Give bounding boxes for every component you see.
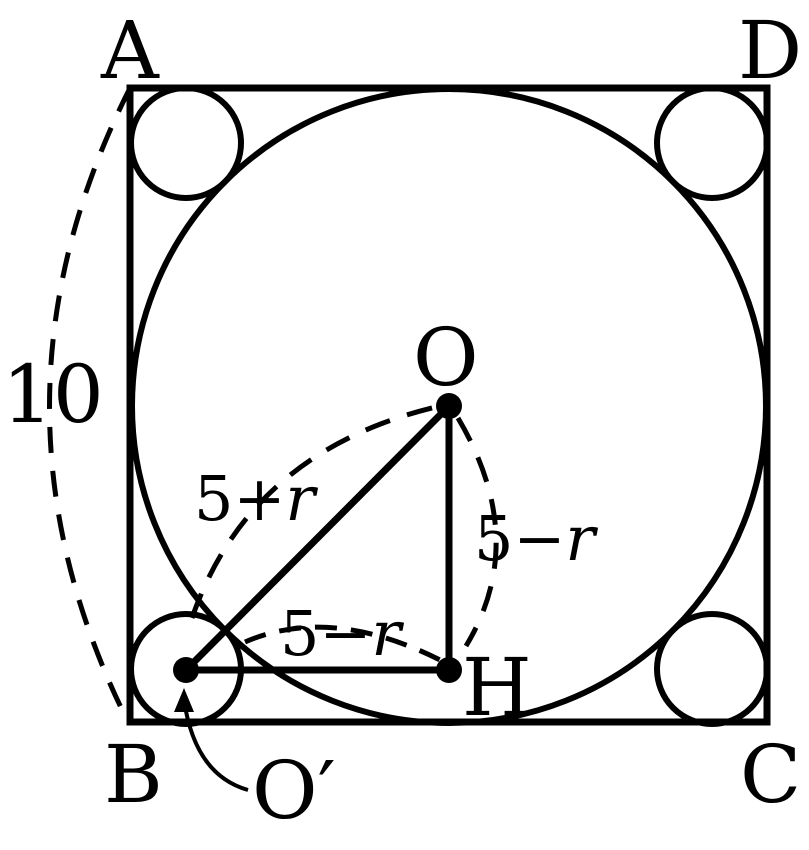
point-h xyxy=(436,657,462,683)
horizontal-dimension-arc xyxy=(244,624,442,663)
point-label-o: O xyxy=(413,311,479,404)
hypotenuse-dimension-arc xyxy=(189,403,441,619)
corner-circle-c xyxy=(654,611,770,727)
vertex-label-c: C xyxy=(740,728,801,821)
corner-circle-d xyxy=(654,85,770,201)
point-o-prime xyxy=(173,657,199,683)
corner-circle-a xyxy=(128,85,244,201)
vertex-label-d: D xyxy=(738,4,802,97)
point-label-o-prime: O′ xyxy=(252,744,336,837)
vertical-length-label: 5−r xyxy=(474,502,598,575)
side-dimension-arc xyxy=(47,86,133,724)
hypotenuse-length-label: 5+r xyxy=(194,462,318,535)
large-circle xyxy=(129,86,769,726)
o-prime-pointer-arrowhead xyxy=(174,688,194,712)
horizontal-length-label: 5−r xyxy=(280,597,404,670)
side-length-label: 10 xyxy=(2,348,104,441)
vertex-label-a: A xyxy=(100,4,160,97)
point-label-h: H xyxy=(462,641,532,734)
o-prime-pointer-arrow xyxy=(182,699,249,792)
segment-o-prime-o xyxy=(183,403,452,673)
vertex-label-b: B xyxy=(104,728,163,821)
point-o xyxy=(436,393,462,419)
